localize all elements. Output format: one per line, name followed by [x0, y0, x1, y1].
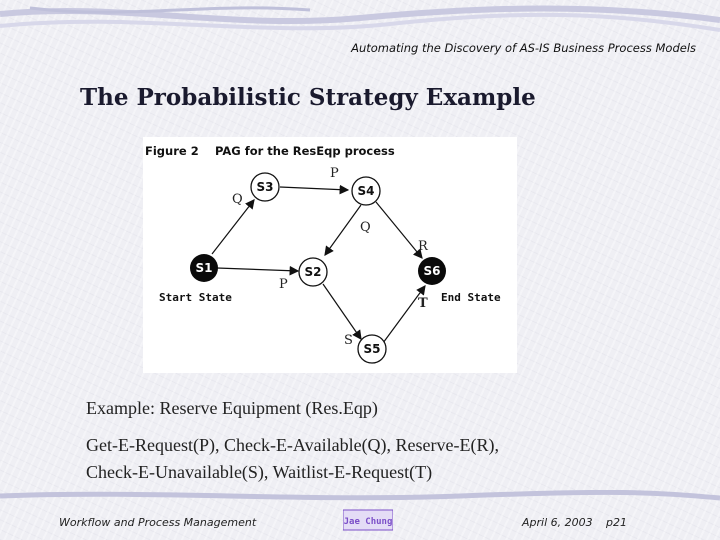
- svg-text:Jae Chung: Jae Chung: [344, 517, 393, 527]
- edge-s3-s4: [279, 184, 350, 195]
- slide-title: The Probabilistic Strategy Example: [80, 84, 536, 111]
- node-s2: [298, 257, 328, 287]
- edge-label-s5-s6: T: [418, 296, 428, 311]
- end-state-label: End State: [441, 291, 501, 304]
- node-s4: [351, 176, 381, 206]
- header-subtitle: Automating the Discovery of AS-IS Busine…: [351, 41, 696, 55]
- edge-s1-s3: [211, 199, 255, 255]
- figure-caption-text: PAG for the ResEqp process: [215, 144, 395, 158]
- footer-decoration: [0, 490, 720, 501]
- footer-course: Workflow and Process Management: [59, 516, 257, 529]
- node-s5: [357, 334, 387, 364]
- node-s6: [418, 257, 446, 285]
- node-s4-label: S4: [358, 184, 375, 198]
- example-line: Example: Reserve Equipment (Res.Eqp): [86, 398, 378, 418]
- node-s5-label: S5: [364, 342, 381, 356]
- node-s3: [250, 172, 280, 202]
- edge-s5-s6: [382, 285, 426, 344]
- activities-line-2: Check-E-Unavailable(S), Waitlist-E-Reque…: [86, 462, 433, 482]
- node-s6-label: S6: [424, 264, 441, 278]
- node-s1: [190, 254, 218, 282]
- edge-label-s1-s2: P: [279, 277, 288, 292]
- header-decoration: [0, 5, 720, 32]
- node-s3-label: S3: [257, 180, 274, 194]
- node-s2-label: S2: [305, 265, 322, 279]
- edge-s4-s2: [324, 204, 362, 256]
- edge-label-s4-s6: R: [418, 239, 429, 254]
- edge-label-s4-s2: Q: [360, 220, 371, 235]
- edge-label-s3-s4: P: [330, 166, 339, 181]
- edge-label-s2-s5: S: [344, 333, 353, 348]
- footer-date: April 6, 2003: [522, 516, 593, 529]
- edge-s1-s2: [216, 265, 300, 276]
- edge-label-s1-s3: Q: [232, 192, 243, 207]
- author-logo: Jae Chung: [343, 509, 393, 531]
- pag-figure: Figure 2 PAG for the ResEqp process Q P …: [143, 137, 517, 373]
- page-number: p21: [606, 516, 627, 529]
- activities-line-1: Get-E-Request(P), Check-E-Available(Q), …: [86, 435, 500, 455]
- start-state-label: Start State: [159, 291, 232, 304]
- node-s1-label: S1: [196, 261, 213, 275]
- figure-caption-number: Figure 2: [145, 144, 199, 158]
- edge-s2-s5: [322, 283, 362, 340]
- edge-s4-s6: [375, 201, 423, 259]
- pag-diagram: Figure 2 PAG for the ResEqp process Q P …: [145, 144, 501, 364]
